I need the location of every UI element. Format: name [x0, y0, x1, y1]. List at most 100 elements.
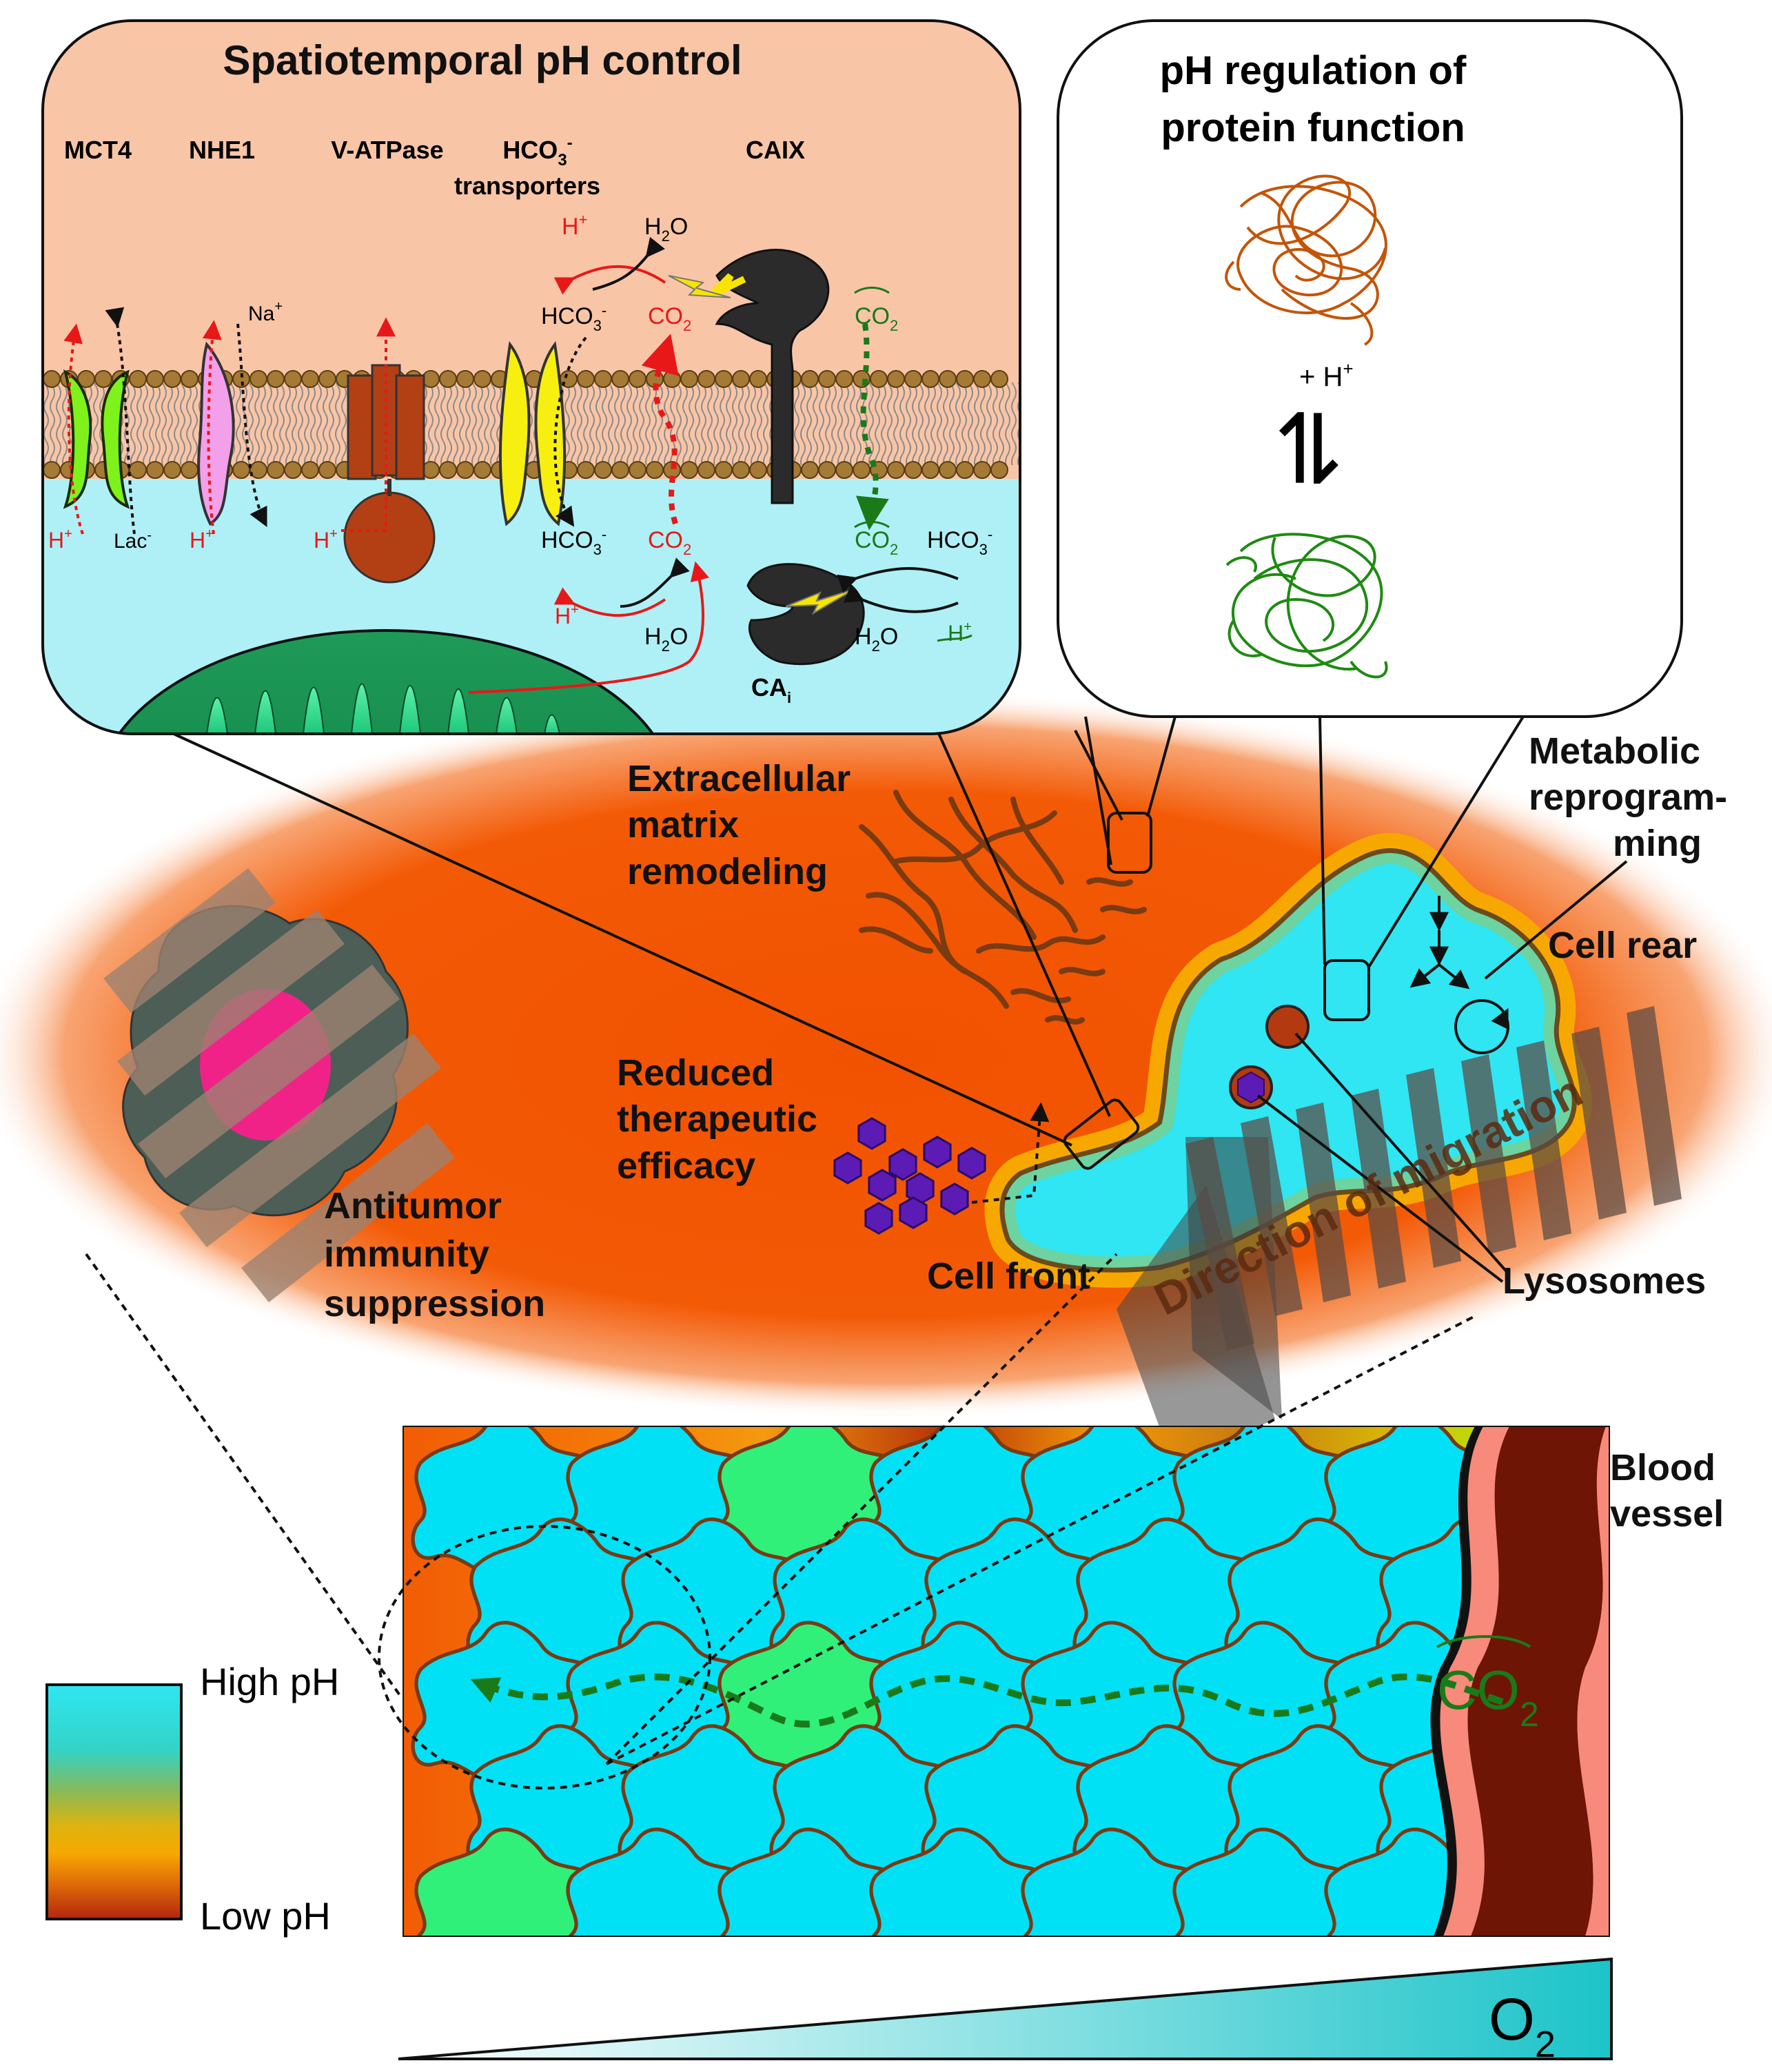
label-metabolic-3: ming: [1613, 823, 1702, 864]
h-int-bottom: H+: [555, 602, 579, 628]
lipid-head: [715, 370, 733, 388]
catalysis-bolt-ext: [668, 275, 731, 298]
lipid-head: [956, 461, 974, 479]
h-int-mct4: H+: [48, 526, 72, 553]
zoom-box-protein: [1323, 959, 1370, 1021]
hco3-ext: HCO3-: [541, 302, 607, 334]
lipid-head: [663, 370, 681, 388]
blood-vessel: [1430, 1426, 1609, 1936]
lipid-head: [870, 370, 888, 388]
h-int-vatpase: H+: [314, 526, 338, 553]
tumor-cell: [1021, 1827, 1214, 1936]
metabolic-pathway-icon: [1409, 896, 1509, 1054]
drug-molecule: [957, 1147, 986, 1180]
hco3-transporter: [498, 336, 587, 527]
tumor-cell: [869, 1827, 1062, 1936]
lipid-head: [284, 370, 302, 388]
label-hco3-transporters: HCO3-: [502, 134, 572, 170]
oxygen-gradient: O2: [398, 1957, 1613, 2065]
extracellular-matrix-fibers: [859, 790, 1147, 1025]
unfolded-protein: [1225, 533, 1388, 679]
lipid-head: [887, 461, 905, 479]
lac-int: Lac-: [114, 528, 152, 553]
lipid-head: [439, 461, 457, 479]
zoom-connectors: [85, 1253, 1476, 1789]
co2-red-path: [641, 334, 679, 525]
lipid-head: [939, 370, 957, 388]
label-ecm-1: Extracellular: [627, 758, 851, 799]
label-blood-1: Blood: [1610, 1447, 1715, 1488]
label-lysosomes: Lysosomes: [1503, 1260, 1706, 1302]
lipid-head: [456, 370, 474, 388]
lipid-head: [715, 461, 733, 479]
label-nhe1: NHE1: [189, 136, 255, 164]
label-blood-2: vessel: [1610, 1493, 1724, 1535]
h-int-right: H+: [948, 619, 972, 646]
plus-h: + H+: [1299, 358, 1354, 392]
lipid-head: [990, 370, 1008, 388]
lipid-head: [181, 461, 198, 479]
lipid-head: [749, 461, 767, 479]
lipid-head: [43, 370, 61, 388]
immune-suppression-stripes: [103, 868, 455, 1302]
lipid-head: [904, 461, 922, 479]
caix-enzyme: [707, 249, 830, 504]
equilibrium-arrows: ⇌: [1258, 407, 1366, 488]
tissue-section: CO2: [403, 1426, 1610, 1937]
tumor-cells: [411, 1426, 1572, 1936]
co2-int-red: CO2: [648, 527, 691, 558]
lipid-head: [939, 461, 957, 479]
panel-protein-function: pH regulation of protein function + H+ ⇌: [1057, 19, 1683, 718]
drug-molecules: [833, 1117, 986, 1235]
folded-protein: [1225, 174, 1387, 346]
lipid-head: [887, 370, 905, 388]
ca-intracellular-enzyme: [746, 563, 865, 666]
drug-molecule: [864, 1202, 893, 1235]
label-antitumor-2: immunity: [324, 1233, 489, 1275]
panel-protein-title-2: protein function: [1161, 105, 1465, 150]
lipid-head: [129, 370, 147, 388]
suppressed-immune-cell: [103, 868, 455, 1302]
lipid-head: [422, 461, 440, 479]
lipid-head: [611, 370, 629, 388]
panel-protein-title-1: pH regulation of: [1160, 48, 1467, 93]
lipid-head: [163, 370, 181, 388]
lipid-head: [301, 461, 319, 479]
lipid-head: [577, 370, 595, 388]
co2-ext-red: CO2: [648, 303, 691, 334]
legend-low-ph: Low pH: [200, 1894, 331, 1938]
drug-efflux-arrow: [971, 1102, 1050, 1204]
lipid-head: [94, 370, 112, 388]
na-ext: Na+: [248, 299, 283, 325]
co2-int-green: CO2: [855, 527, 898, 558]
panel-ph-control: Spatiotemporal pH control MCT4 NHE1 V-AT…: [41, 19, 1021, 735]
panel-ph-control-title: Spatiotemporal pH control: [223, 37, 742, 83]
lipid-head: [473, 461, 491, 479]
lipid-head: [611, 461, 629, 479]
lipid-head: [749, 370, 767, 388]
lipid-head: [146, 461, 164, 479]
reaction-arcs: [468, 236, 959, 694]
mct4-transporter: [63, 307, 136, 535]
drug-molecule: [940, 1182, 969, 1215]
lipid-head: [146, 370, 164, 388]
label-vatpase: V-ATPase: [331, 136, 443, 164]
lipid-head: [835, 461, 853, 479]
lipid-head: [818, 461, 836, 479]
lipid-head: [267, 461, 285, 479]
lipid-head: [422, 370, 440, 388]
lipid-head: [439, 370, 457, 388]
label-antitumor-3: suppression: [324, 1283, 545, 1324]
label-reduced-2: therapeutic: [617, 1098, 817, 1140]
lipid-head: [904, 370, 922, 388]
tumor-cell: [566, 1827, 759, 1936]
lipid-head: [577, 461, 595, 479]
tissue-co2-label: CO2: [1437, 1659, 1539, 1734]
label-reduced-3: efficacy: [617, 1145, 755, 1187]
lipid-head: [973, 370, 991, 388]
lysosomes: [1229, 1005, 1310, 1109]
h2o-int-bottom: H2O: [644, 624, 688, 655]
lipid-head: [818, 370, 836, 388]
lipid-head: [43, 461, 61, 479]
lipid-head: [921, 370, 939, 388]
